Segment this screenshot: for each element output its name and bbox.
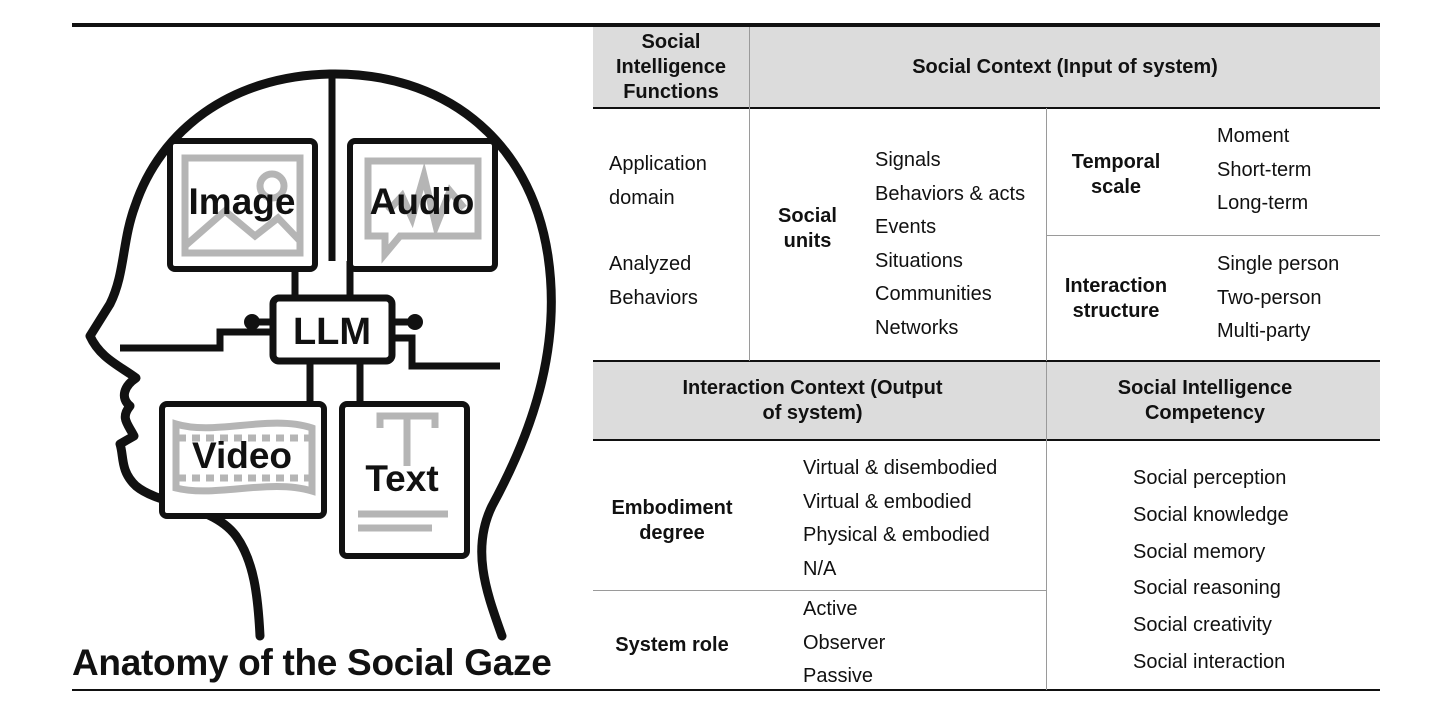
table-rule-mid-bottom — [593, 439, 1380, 441]
image-label: Image — [189, 181, 296, 222]
list-item: Social perception — [1133, 467, 1287, 489]
social-units-list: Signals Behaviors & acts Events Situatio… — [875, 144, 1025, 346]
text-box: Text — [339, 401, 470, 559]
list-item: Situations — [875, 249, 963, 272]
document-icon — [358, 412, 448, 532]
audio-label: Audio — [370, 181, 475, 222]
divider-v-functions — [749, 27, 750, 361]
divider-h-embodiment — [593, 590, 1046, 591]
video-box: Video — [159, 401, 327, 519]
list-item: Virtual & disembodied — [803, 457, 998, 479]
list-item: Two-person — [1217, 286, 1322, 309]
table-rule-mid-top — [593, 360, 1380, 362]
text-label: Text — [365, 458, 438, 499]
llm-label: LLM — [293, 311, 371, 353]
system-role-list: Active Observer Passive — [803, 593, 885, 694]
list-item: Moment — [1217, 125, 1290, 147]
interaction-structure-list: Single person Two-person Multi-party — [1217, 248, 1339, 349]
list-item: Social memory — [1133, 540, 1266, 563]
list-item: Events — [875, 216, 937, 239]
wire-node-right — [407, 314, 423, 330]
video-label: Video — [192, 435, 292, 476]
interaction-structure-label: Interaction structure — [1064, 275, 1168, 322]
list-item: Single person — [1217, 253, 1340, 275]
llm-chip: LLM — [269, 294, 396, 365]
list-item: Short-term — [1217, 158, 1312, 181]
wire-node-left — [244, 314, 260, 330]
table-rule-bottom — [72, 689, 1380, 691]
list-item: Virtual & embodied — [803, 490, 972, 513]
audio-box: Audio — [347, 138, 498, 272]
header-row-top — [593, 27, 1380, 108]
header-functions: Social Intelligence Functions — [615, 31, 727, 103]
table-rule-top — [72, 23, 1380, 27]
divider-v-competency — [1046, 362, 1047, 690]
divider-h-temporal — [1046, 235, 1380, 236]
list-item: Long-term — [1217, 192, 1309, 215]
header-social-context: Social Context (Input of system) — [912, 56, 1218, 78]
speech-bubble-icon — [364, 157, 482, 264]
list-item: N/A — [803, 557, 837, 580]
header-competency: Social Intelligence Competency — [1117, 377, 1293, 424]
image-box: Image — [167, 138, 318, 272]
figure-title: Anatomy of the Social Gaze — [72, 642, 552, 683]
header-row-middle — [593, 361, 1380, 440]
temporal-scale-list: Moment Short-term Long-term — [1217, 120, 1311, 221]
head-outline — [85, 69, 556, 641]
table-rule-header1 — [593, 107, 1380, 109]
head-diagram: Image Audio LLM Video Text — [85, 69, 556, 641]
list-item: Communities — [875, 283, 992, 306]
list-item: Social interaction — [1133, 650, 1286, 673]
divider-v-units — [1046, 108, 1047, 361]
list-item: Physical & embodied — [803, 524, 990, 547]
embodiment-degree-list: Virtual & disembodied Virtual & embodied… — [803, 452, 997, 586]
list-item: Social knowledge — [1133, 503, 1289, 526]
list-item: Observer — [803, 631, 886, 654]
list-item: Active — [803, 598, 858, 620]
list-item: Social reasoning — [1133, 577, 1281, 600]
list-item: Passive — [803, 665, 874, 688]
list-item: Social creativity — [1133, 614, 1272, 637]
social-units-label: Social units — [778, 205, 837, 252]
embodiment-degree-label: Embodiment degree — [611, 497, 733, 544]
function-application-domain: Application domain — [609, 153, 707, 209]
list-item: Signals — [875, 149, 941, 171]
list-item: Behaviors & acts — [875, 182, 1026, 205]
function-analyzed-behaviors: Analyzed Behaviors — [609, 253, 698, 309]
competency-list: Social perception Social knowledge Socia… — [1133, 460, 1289, 681]
picture-icon — [181, 154, 304, 257]
temporal-scale-label: Temporal scale — [1071, 151, 1161, 198]
list-item: Networks — [875, 316, 959, 339]
film-strip-icon — [172, 419, 316, 496]
list-item: Multi-party — [1217, 320, 1311, 343]
system-role-label: System role — [615, 633, 729, 656]
header-interaction-context: Interaction Context (Output of system) — [682, 377, 943, 424]
